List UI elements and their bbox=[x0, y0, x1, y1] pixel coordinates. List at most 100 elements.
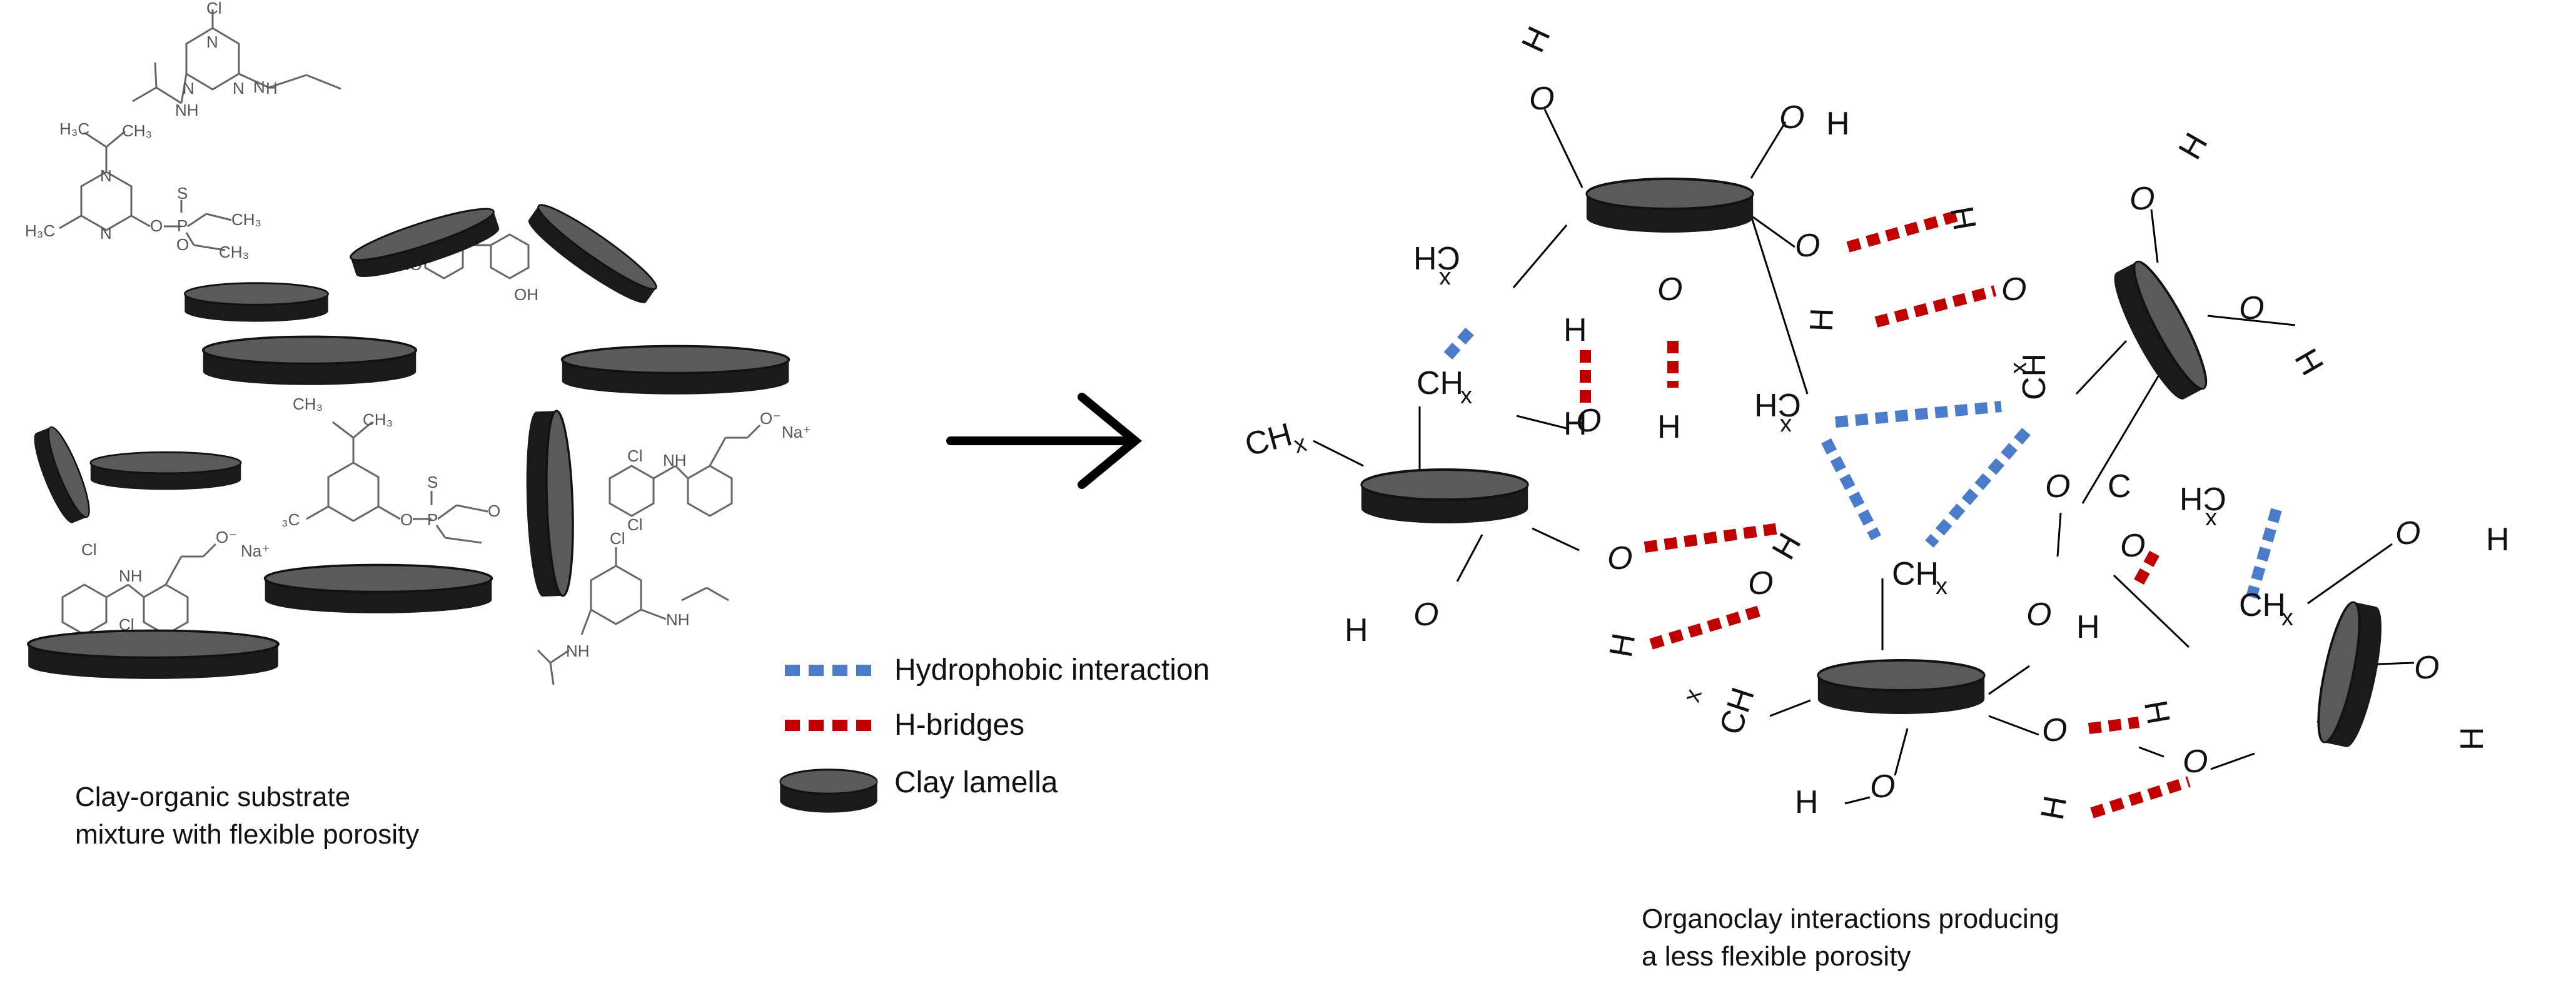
atom-label: CH₃ bbox=[363, 410, 393, 429]
atom-label: N bbox=[253, 78, 265, 96]
atom-label: Cl bbox=[627, 446, 643, 465]
clay-lamella-legend-swatch bbox=[779, 769, 879, 814]
atom-label-h: H bbox=[1515, 21, 1557, 58]
atom-label-ch: CH bbox=[2016, 353, 2053, 400]
atom-label-o: O bbox=[1748, 565, 1773, 602]
atom-label-h: H bbox=[1603, 630, 1643, 660]
atom-label: O⁻ bbox=[216, 528, 237, 547]
atom-label: OH bbox=[514, 285, 538, 304]
atom-label-h: H bbox=[1826, 106, 1850, 142]
legend-h-bridges-label: H-bridges bbox=[894, 708, 1025, 742]
atom-label-o: O bbox=[1779, 99, 1804, 136]
atom-label-h: H bbox=[2171, 127, 2215, 166]
atom-label-h: H bbox=[1943, 204, 1983, 233]
molecule-atom-labels: Cl N N N N H NH H₃C CH₃ N N H₃C O S P O … bbox=[25, 0, 811, 660]
atom-label: O bbox=[150, 216, 163, 235]
atom-label-h: H bbox=[1804, 308, 1841, 333]
atom-label-ch-subscript: x bbox=[1679, 686, 1707, 705]
atom-label: N bbox=[183, 79, 194, 98]
atom-label-o: O bbox=[1795, 228, 1820, 264]
atom-label-ch: CH bbox=[1241, 416, 1296, 463]
atom-label-h: H bbox=[2137, 698, 2177, 727]
atom-label-ch-subscript: x bbox=[1439, 266, 1451, 293]
atom-label-ch: CH bbox=[1713, 683, 1762, 739]
atom-label: NH bbox=[566, 642, 590, 660]
atom-label-ch: CH bbox=[1754, 386, 1801, 423]
atom-label: Cl bbox=[81, 540, 97, 559]
atom-label-ch-subscript: x bbox=[2281, 605, 2293, 631]
atom-label: O⁻ bbox=[760, 409, 781, 428]
atom-label-h: H bbox=[2454, 727, 2490, 750]
atom-label-h: H bbox=[1345, 612, 1368, 648]
atom-label: Cl bbox=[206, 0, 222, 18]
atom-label-h: H bbox=[2034, 793, 2074, 822]
clay-lamellae-right bbox=[1360, 178, 2392, 752]
atom-label-h: H bbox=[1657, 409, 1681, 445]
atom-label: CH₃ bbox=[122, 121, 152, 140]
atom-label: NH bbox=[175, 101, 199, 119]
atom-label-o: O bbox=[2001, 271, 2026, 308]
atom-label-ch: CH bbox=[1413, 239, 1460, 276]
legend-clay-lamella-label: Clay lamella bbox=[894, 766, 1058, 799]
atom-label-ch-subscript: x bbox=[1780, 413, 1792, 440]
atom-label: H₃C bbox=[59, 119, 89, 138]
atom-label-o: O bbox=[2042, 712, 2067, 748]
atom-label-ch: CH bbox=[2179, 480, 2226, 517]
atom-label-o: O bbox=[2183, 743, 2208, 780]
right-arrow-icon bbox=[946, 393, 1143, 489]
atom-label-ch-subscript: x bbox=[1291, 430, 1309, 458]
atom-label: Na⁺ bbox=[241, 542, 270, 560]
atom-label-ch-subscript: x bbox=[1936, 573, 1947, 600]
atom-label-o: O bbox=[2120, 528, 2145, 564]
atom-label: Na⁺ bbox=[782, 423, 811, 441]
atom-label: Cl bbox=[627, 515, 643, 534]
atom-label-ch-subscript: x bbox=[1460, 383, 1472, 409]
atom-label: NH bbox=[666, 610, 690, 629]
atom-label: P bbox=[427, 510, 438, 529]
atom-label-h: H bbox=[2486, 522, 2510, 558]
atom-label-ch: CH bbox=[1892, 556, 1939, 592]
left-caption-line2: mixture with flexible porosity bbox=[75, 819, 420, 850]
organic-molecules-left bbox=[59, 9, 761, 685]
atom-label-o: O bbox=[2026, 597, 2051, 633]
atom-label-ch: CH bbox=[1417, 365, 1463, 401]
atom-label-h: H bbox=[2076, 609, 2100, 645]
atom-label: NH bbox=[119, 567, 143, 585]
atom-label: CH₃ bbox=[219, 243, 249, 261]
h-bridge-interactions bbox=[1580, 210, 2191, 819]
atom-label-o: O bbox=[2045, 468, 2070, 505]
legend-symbols bbox=[779, 665, 879, 814]
atom-label: O bbox=[488, 501, 500, 520]
atom-label-o: O bbox=[2129, 181, 2154, 217]
atom-label: S bbox=[427, 473, 438, 491]
hydrophobic-interactions bbox=[1440, 328, 2282, 599]
atom-label-o: O bbox=[2395, 515, 2420, 552]
atom-label-ch: CH bbox=[2239, 587, 2286, 623]
atom-label: N bbox=[100, 224, 112, 243]
atom-label-o: O bbox=[1413, 597, 1438, 633]
atom-label-o: O bbox=[1870, 769, 1895, 805]
atom-label-h: H bbox=[2287, 343, 2330, 381]
atom-label-h: H bbox=[1795, 784, 1819, 820]
atom-label: ₃C bbox=[281, 510, 300, 529]
atom-label-c: C bbox=[2108, 468, 2131, 505]
atom-label: S bbox=[177, 184, 188, 203]
atom-label-o: O bbox=[1529, 81, 1554, 117]
atom-label-o: O bbox=[1576, 403, 1601, 439]
atom-label: O bbox=[176, 235, 189, 254]
atom-label: O bbox=[400, 510, 413, 529]
left-caption-line1: Clay-organic substrate bbox=[75, 782, 351, 812]
atom-label: P bbox=[177, 216, 188, 235]
atom-label: N bbox=[100, 166, 112, 185]
atom-label-o: O bbox=[2239, 290, 2264, 326]
legend-hydrophobic-label: Hydrophobic interaction bbox=[894, 653, 1210, 687]
atom-label-o: O bbox=[1657, 271, 1682, 308]
atom-label-ch-subscript: x bbox=[2006, 362, 2032, 374]
atom-label-o: O bbox=[2414, 650, 2439, 686]
atom-label: H bbox=[266, 79, 278, 98]
right-caption-line2: a less flexible porosity bbox=[1642, 941, 1911, 972]
atom-label-h: H bbox=[1563, 406, 1587, 442]
atom-label: N bbox=[233, 79, 245, 98]
atom-label: CH₃ bbox=[231, 210, 261, 229]
